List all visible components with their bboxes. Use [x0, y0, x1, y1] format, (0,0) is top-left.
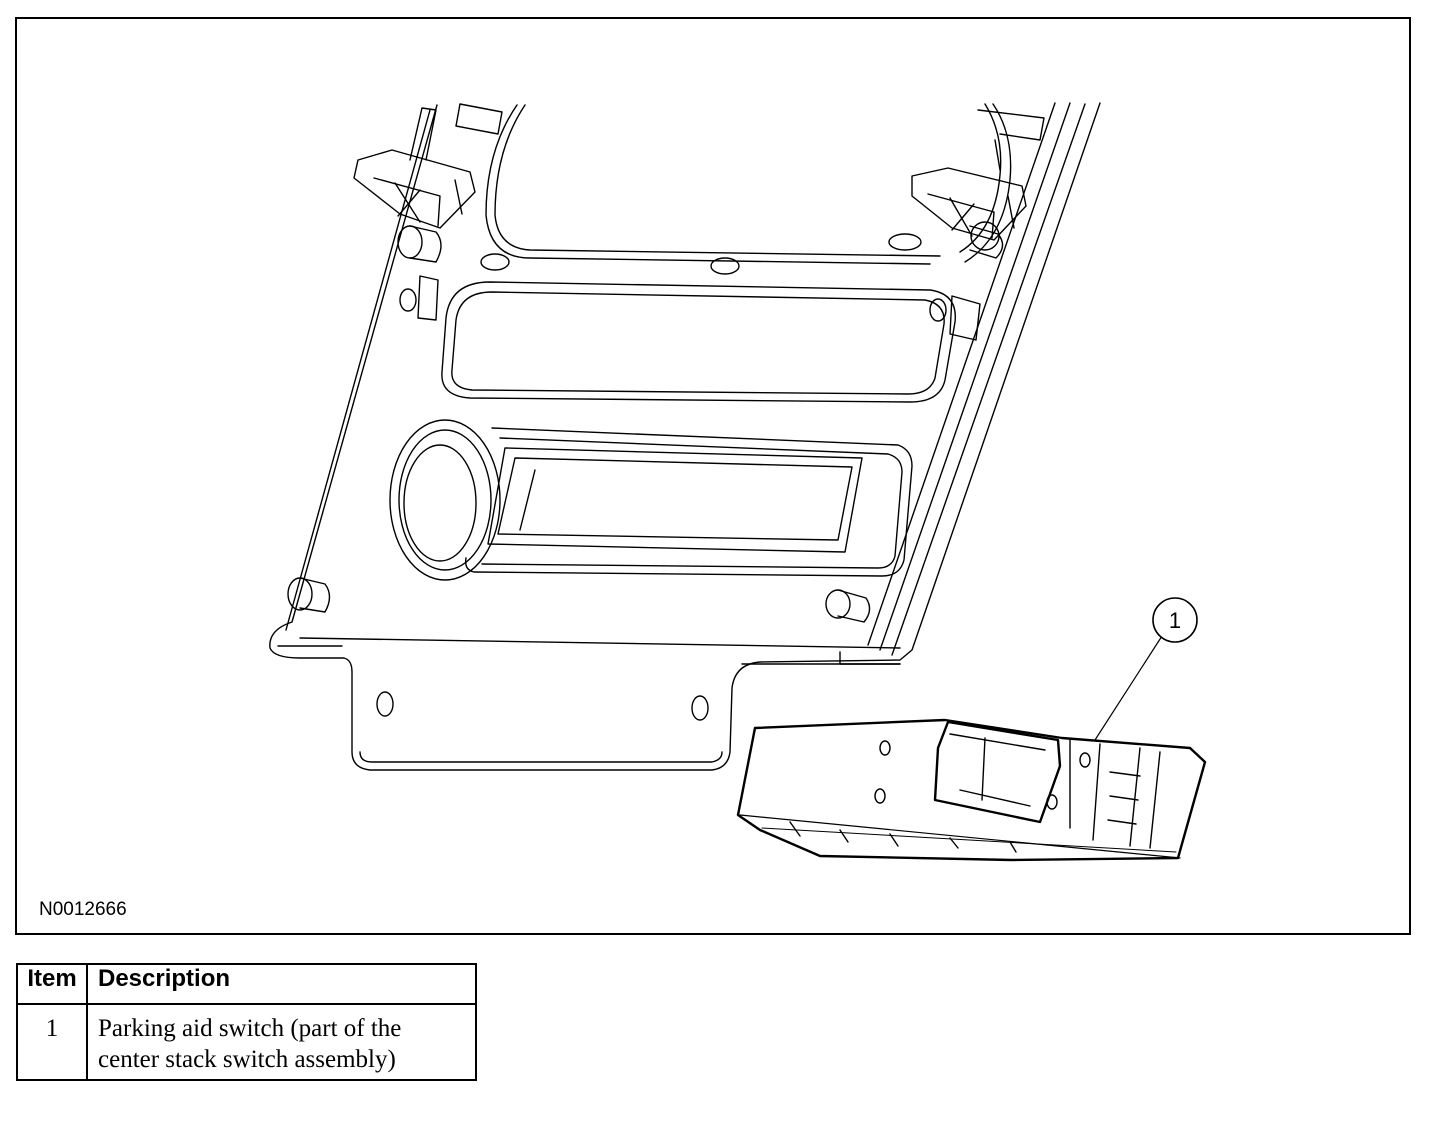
callout-1-circle — [1152, 597, 1198, 643]
legend-header-item: Item — [16, 963, 88, 1005]
upper-opening — [485, 103, 1012, 265]
callout-1-label: 1 — [1169, 608, 1181, 633]
lower-opening — [389, 419, 913, 581]
right-mounting-clip — [911, 109, 1045, 241]
figure-frame: 1 N0012666 — [15, 17, 1411, 935]
callout-1: 1 — [1094, 597, 1198, 741]
callout-1-leader — [1094, 635, 1163, 741]
legend-item-description: Parking aid switch (part of the center s… — [86, 1003, 477, 1081]
legend-table: Item Description 1 Parking aid switch (p… — [16, 963, 477, 1081]
figure-id: N0012666 — [39, 899, 127, 920]
middle-opening — [441, 281, 956, 403]
parking-aid-switch — [736, 718, 1207, 862]
left-mounting-clip — [353, 103, 503, 229]
locating-pins — [287, 221, 1004, 721]
table-row: 1 Parking aid switch (part of the center… — [16, 1003, 477, 1081]
center-stack-bezel-illustration: 1 — [269, 102, 1207, 862]
legend-header-row: Item Description — [16, 963, 477, 1005]
legend-item-number: 1 — [16, 1003, 88, 1081]
legend-header-description: Description — [86, 963, 477, 1005]
